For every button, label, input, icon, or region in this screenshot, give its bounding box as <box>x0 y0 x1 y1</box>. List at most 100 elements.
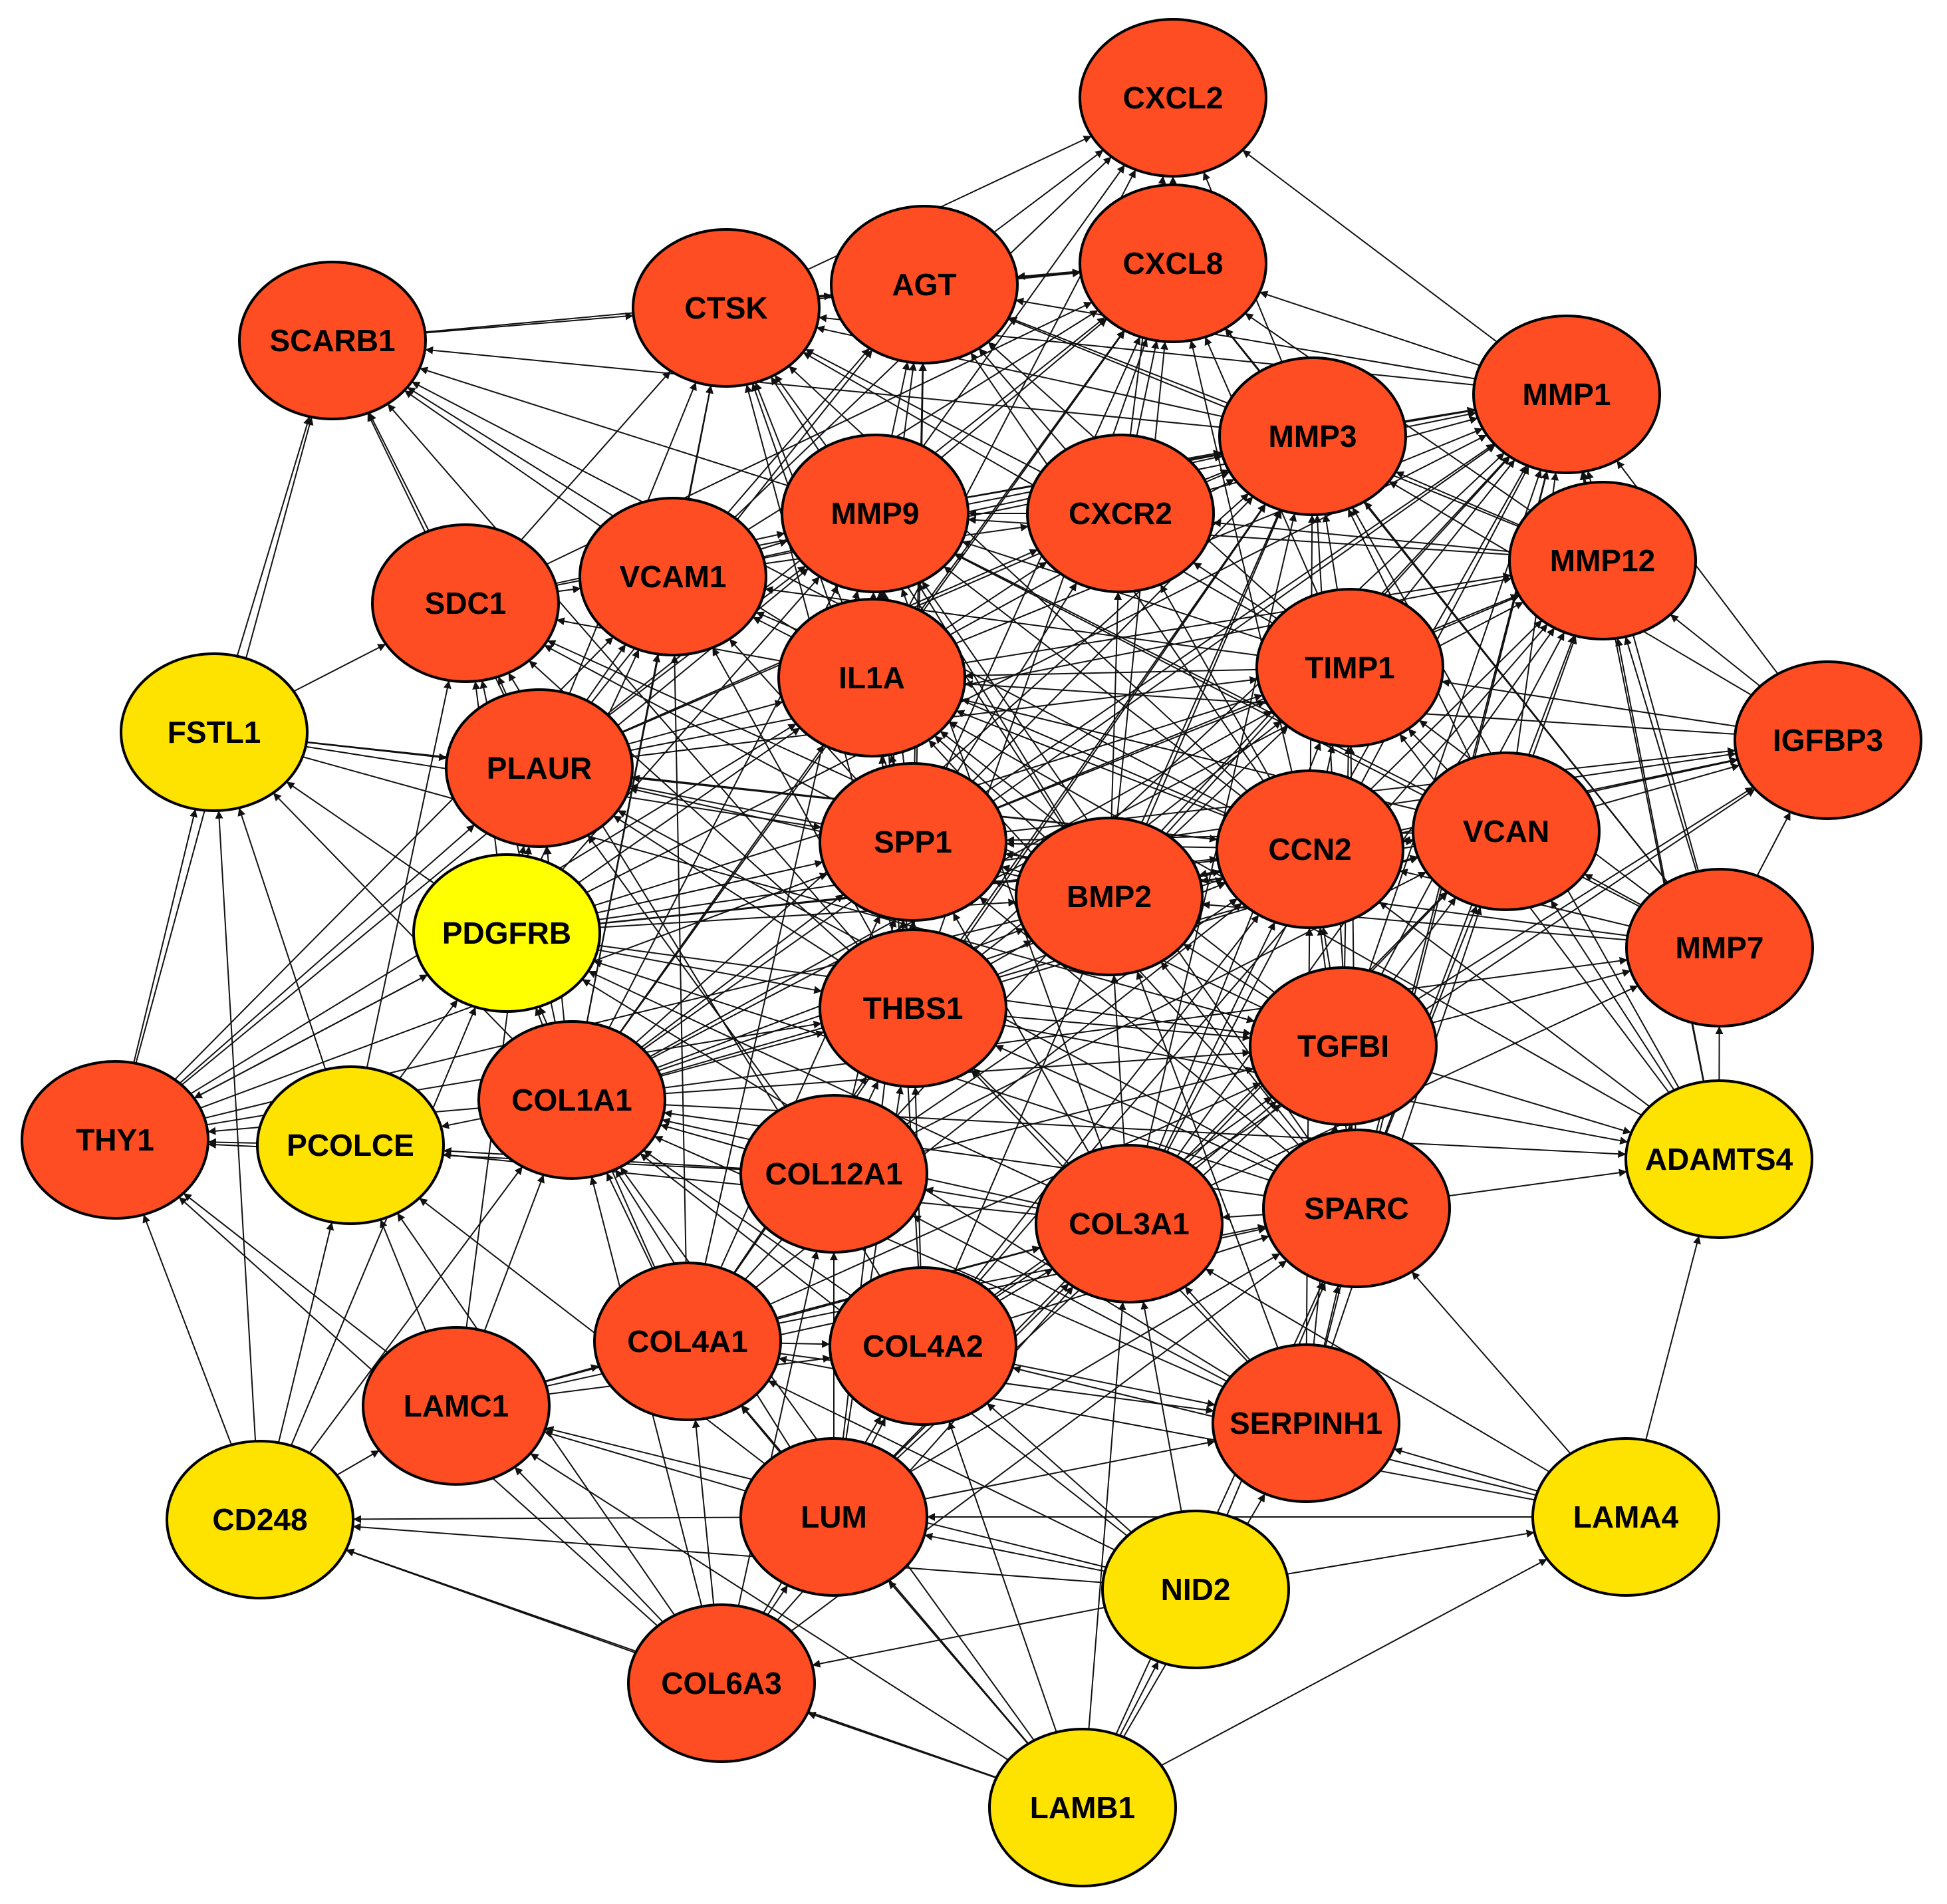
edge-col1a1-to-pdgfrb <box>535 1007 544 1026</box>
edge-mmp12-to-mmp1 <box>1581 471 1589 484</box>
edge-lamc1-to-col4a1 <box>544 1364 600 1382</box>
node-mmp12[interactable]: MMP12 <box>1508 481 1697 640</box>
node-label: CXCR2 <box>1069 496 1172 531</box>
node-cxcr2[interactable]: CXCR2 <box>1026 434 1215 593</box>
edge-col1a1-to-il1a <box>619 744 825 1033</box>
edge-pdgfrb-to-spp1 <box>596 860 823 914</box>
node-label: PLAUR <box>487 751 592 785</box>
node-il1a[interactable]: IL1A <box>777 598 966 757</box>
node-ellipse <box>1015 817 1204 976</box>
node-ellipse <box>371 523 560 683</box>
node-lamc1[interactable]: LAMC1 <box>362 1326 551 1486</box>
node-ccn2[interactable]: CCN2 <box>1216 769 1404 929</box>
edge-lum-to-cd248 <box>352 1515 741 1524</box>
node-bmp2[interactable]: BMP2 <box>1015 817 1204 976</box>
node-ctsk[interactable]: CTSK <box>632 228 821 388</box>
edge-pdgfrb-to-plaur <box>518 845 527 856</box>
node-spp1[interactable]: SPP1 <box>819 762 1007 922</box>
node-ellipse <box>819 928 1007 1088</box>
node-mmp7[interactable]: MMP7 <box>1625 868 1814 1027</box>
edge-cxcr2-to-ctsk <box>805 348 1042 473</box>
edge-nid2-to-lama4 <box>1287 1530 1535 1575</box>
node-tgfbi[interactable]: TGFBI <box>1249 966 1438 1126</box>
edge-plaur-to-il1a <box>627 700 784 745</box>
node-scarb1[interactable]: SCARB1 <box>238 261 427 420</box>
node-col3a1[interactable]: COL3A1 <box>1035 1144 1224 1303</box>
node-mmp1[interactable]: MMP1 <box>1472 315 1661 474</box>
edge-bmp2-to-mmp3 <box>1140 509 1281 823</box>
node-label: ADAMTS4 <box>1645 1142 1793 1176</box>
node-col12a1[interactable]: COL12A1 <box>739 1094 928 1254</box>
node-ellipse <box>1026 434 1215 593</box>
node-col6a3[interactable]: COL6A3 <box>627 1603 816 1763</box>
node-ellipse <box>120 652 309 812</box>
node-ellipse <box>579 497 767 656</box>
edge-mmp1-to-cxcl2 <box>1241 149 1498 343</box>
edge-ccn2-to-mmp12 <box>1370 619 1543 791</box>
node-pdgfrb[interactable]: PDGFRB <box>412 853 601 1013</box>
edge-ctsk-to-agt <box>818 292 833 301</box>
node-label: SERPINH1 <box>1230 1406 1382 1440</box>
node-lum[interactable]: LUM <box>739 1437 928 1597</box>
node-sparc[interactable]: SPARC <box>1262 1129 1451 1288</box>
edge-col12a1-to-thbs1 <box>868 1081 879 1101</box>
edge-sparc-to-thbs1 <box>994 1044 1275 1172</box>
node-timp1[interactable]: TIMP1 <box>1255 588 1444 748</box>
node-label: LAMC1 <box>404 1389 509 1423</box>
edge-pcolce-to-sdc1 <box>366 680 452 1069</box>
edge-mmp3-to-mmp1 <box>1404 406 1476 422</box>
edge-col12a1-to-tgfbi <box>922 1066 1255 1153</box>
edge-col6a3-to-col4a1 <box>692 1419 715 1605</box>
node-ellipse <box>256 1065 445 1225</box>
edge-agt-to-cxcl2 <box>993 149 1104 233</box>
node-cd248[interactable]: CD248 <box>166 1440 354 1599</box>
edge-sdc1-to-scarb1 <box>368 412 430 531</box>
node-thy1[interactable]: THY1 <box>21 1060 209 1220</box>
node-mmp3[interactable]: MMP3 <box>1218 356 1407 516</box>
node-plaur[interactable]: PLAUR <box>445 688 634 848</box>
node-col4a2[interactable]: COL4A2 <box>829 1266 1017 1426</box>
node-pcolce[interactable]: PCOLCE <box>256 1065 445 1225</box>
node-sdc1[interactable]: SDC1 <box>371 523 560 683</box>
node-cxcl2[interactable]: CXCL2 <box>1079 18 1267 178</box>
edge-mmp7-to-mmp12 <box>1624 636 1698 872</box>
node-label: NID2 <box>1161 1572 1231 1607</box>
node-ellipse <box>1079 18 1267 178</box>
edge-tgfbi-to-mmp7 <box>1432 969 1631 1023</box>
edge-ccn2-to-il1a <box>956 710 1226 817</box>
edge-pcolce-to-thy1 <box>207 1138 258 1147</box>
edge-adamts4-to-vcan <box>1550 899 1675 1091</box>
node-vcam1[interactable]: VCAM1 <box>579 497 767 656</box>
node-thbs1[interactable]: THBS1 <box>819 928 1007 1088</box>
node-ellipse <box>477 1020 666 1180</box>
edge-cxcr2-to-agt <box>978 347 1067 451</box>
edge-pdgfrb-to-thbs1 <box>597 949 823 994</box>
node-label: LUM <box>801 1500 867 1534</box>
node-nid2[interactable]: NID2 <box>1101 1510 1290 1669</box>
node-label: AGT <box>892 267 956 302</box>
edge-thbs1-to-tgfbi <box>1005 1016 1251 1041</box>
edge-serpinh1-to-sparc <box>1323 1285 1341 1347</box>
node-label: MMP7 <box>1676 930 1764 965</box>
node-ellipse <box>819 762 1007 922</box>
node-mmp9[interactable]: MMP9 <box>781 434 970 593</box>
node-fstl1[interactable]: FSTL1 <box>120 652 309 812</box>
node-lamb1[interactable]: LAMB1 <box>988 1728 1177 1887</box>
node-igfbp3[interactable]: IGFBP3 <box>1734 660 1922 820</box>
node-vcan[interactable]: VCAN <box>1412 751 1601 911</box>
edge-lama4-to-serpinh1 <box>1393 1447 1539 1492</box>
node-ellipse <box>830 205 1019 364</box>
node-ellipse <box>593 1262 782 1421</box>
node-agt[interactable]: AGT <box>830 205 1019 364</box>
node-col1a1[interactable]: COL1A1 <box>477 1020 666 1180</box>
edge-mmp9-to-cxcl8 <box>940 318 1108 459</box>
node-lama4[interactable]: LAMA4 <box>1531 1437 1720 1597</box>
node-adamts4[interactable]: ADAMTS4 <box>1624 1079 1813 1239</box>
edge-plaur-to-vcam1 <box>586 644 626 701</box>
node-cxcl8[interactable]: CXCL8 <box>1079 184 1267 343</box>
node-label: CCN2 <box>1268 832 1351 867</box>
edge-lamb1-to-col4a2 <box>948 1421 1057 1733</box>
edge-cd248-to-thy1 <box>142 1214 233 1446</box>
node-serpinh1[interactable]: SERPINH1 <box>1212 1343 1400 1503</box>
node-col4a1[interactable]: COL4A1 <box>593 1262 782 1421</box>
